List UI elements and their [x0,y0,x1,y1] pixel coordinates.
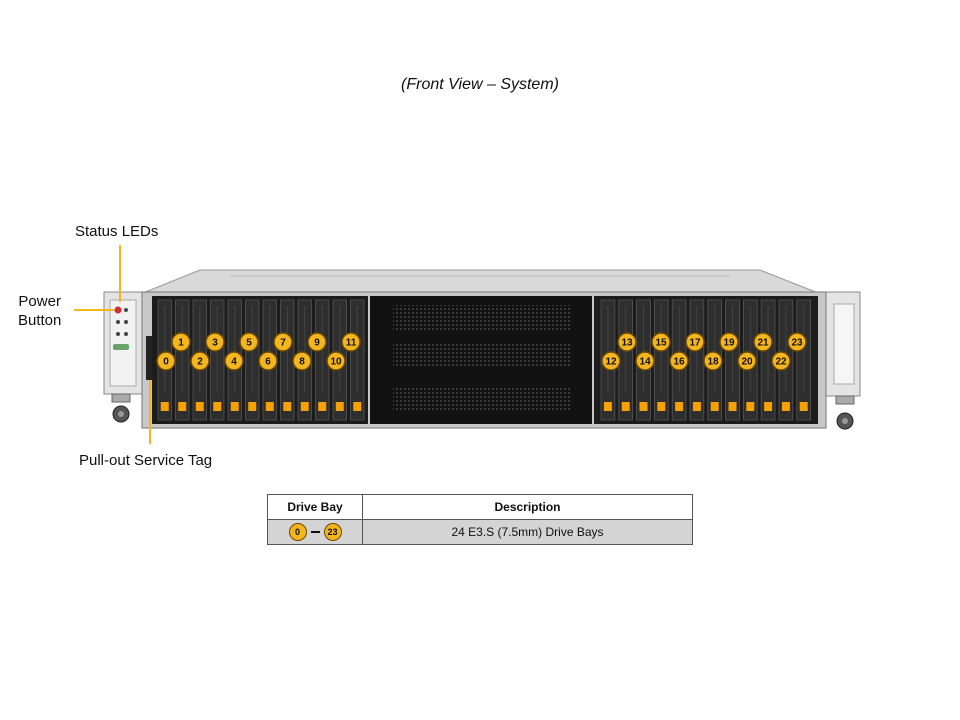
drive-bay-badge [753,332,773,352]
drive-latch[interactable] [746,402,755,411]
drive-latch[interactable] [692,402,701,411]
view-caption: (Front View – System) [401,76,559,93]
drive-latch[interactable] [621,402,630,411]
drive-bay-number: 21 [757,338,769,349]
drive-bay-badge [292,351,312,371]
service-tag[interactable] [146,336,152,380]
drive-bay-badge [703,351,723,371]
legend-header-row: Drive Bay Description [267,494,693,520]
legend-drive-bay-range: 0 23 [267,519,363,545]
drive-bay-number: 13 [621,338,633,349]
drive-bay-badge [171,332,191,352]
legend-description: 24 E3.S (7.5mm) Drive Bays [362,519,693,545]
legend-header-drive-bay: Drive Bay [267,494,363,520]
drive-bay-number: 7 [280,338,286,349]
drive-latch[interactable] [799,402,808,411]
power-button-icon[interactable] [114,306,122,314]
drive-bay-number: 18 [707,357,719,368]
drive-bay-number: 3 [212,338,218,349]
legend-row: 0 23 24 E3.S (7.5mm) Drive Bays [267,519,693,545]
drive-bay-badge [685,332,705,352]
drive-bay-badge [156,351,176,371]
drive-bay-number: 12 [605,357,617,368]
drive-bay-number: 15 [655,338,667,349]
drive-bay-number: 10 [330,357,342,368]
drive-bay-badge [669,351,689,371]
drive-bay-number: 17 [689,338,701,349]
range-end-badge: 23 [323,523,342,541]
drive-bay-badge [224,351,244,371]
drive-latch[interactable] [657,402,666,411]
drive-latch[interactable] [603,402,612,411]
drive-bay-badge [190,351,210,371]
range-dash [310,531,320,533]
drive-bay-number: 19 [723,338,735,349]
drive-bay-badge [651,332,671,352]
drive-bay-number: 6 [265,357,271,368]
drive-latch[interactable] [318,402,327,411]
drive-bay-badge [719,332,739,352]
drive-bay-legend-table: Drive Bay Description 0 23 24 E3.S (7.5m… [267,494,693,545]
drive-latch[interactable] [230,402,239,411]
drive-bay-badge [205,332,225,352]
drive-latch[interactable] [710,402,719,411]
range-start-badge: 0 [288,523,307,541]
drive-bay-number: 0 [163,357,169,368]
drive-latch[interactable] [195,402,204,411]
drive-latch[interactable] [353,402,362,411]
drive-bay-number: 11 [346,338,357,349]
drive-latch[interactable] [300,402,309,411]
drive-bay-number: 23 [791,338,803,349]
legend-header-description: Description [362,494,693,520]
drive-bay-badge [239,332,259,352]
drive-latch[interactable] [675,402,684,411]
drive-latch[interactable] [283,402,292,411]
status-led-icon [124,308,128,312]
drive-latch[interactable] [728,402,737,411]
chassis-top [142,269,819,294]
drive-bay-badge [307,332,327,352]
drive-bay-badge [737,351,757,371]
drive-bay-badge [326,351,346,371]
drive-bay-number: 1 [178,338,184,349]
drive-bay-number: 14 [639,357,651,368]
drive-bay-number: 16 [673,357,685,368]
drive-latch[interactable] [265,402,274,411]
service-tag-label: Pull-out Service Tag [79,452,213,469]
drive-latch[interactable] [335,402,344,411]
drive-bay-badge [617,332,637,352]
drive-bay-badge [601,351,621,371]
drive-bay-number: 8 [299,357,305,368]
drive-latch[interactable] [764,402,773,411]
status-leds-label: Status LEDs [75,223,159,240]
drive-latch[interactable] [160,402,169,411]
drive-latch[interactable] [248,402,257,411]
drive-bay-badge [258,351,278,371]
drive-bay-number: 9 [314,338,320,349]
drive-bay-badge [273,332,293,352]
drive-bay-badge [787,332,807,352]
power-button-label-line1: Power [18,293,61,310]
drive-bay-number: 20 [741,357,753,368]
drive-bay-number: 4 [231,357,237,368]
drive-bay-number: 2 [197,357,203,368]
drive-latch[interactable] [178,402,187,411]
drive-bay-number: 22 [775,357,787,368]
drive-latch[interactable] [781,402,790,411]
drive-bay-badge [771,351,791,371]
power-button-label: Power Button [18,292,61,330]
power-button-label-line2: Button [18,312,62,329]
drive-bay-badge [341,332,361,352]
left-drives [157,299,365,421]
drive-latch[interactable] [213,402,222,411]
drive-latch[interactable] [639,402,648,411]
drive-bay-number: 5 [246,338,252,349]
drive-bay-badge [635,351,655,371]
